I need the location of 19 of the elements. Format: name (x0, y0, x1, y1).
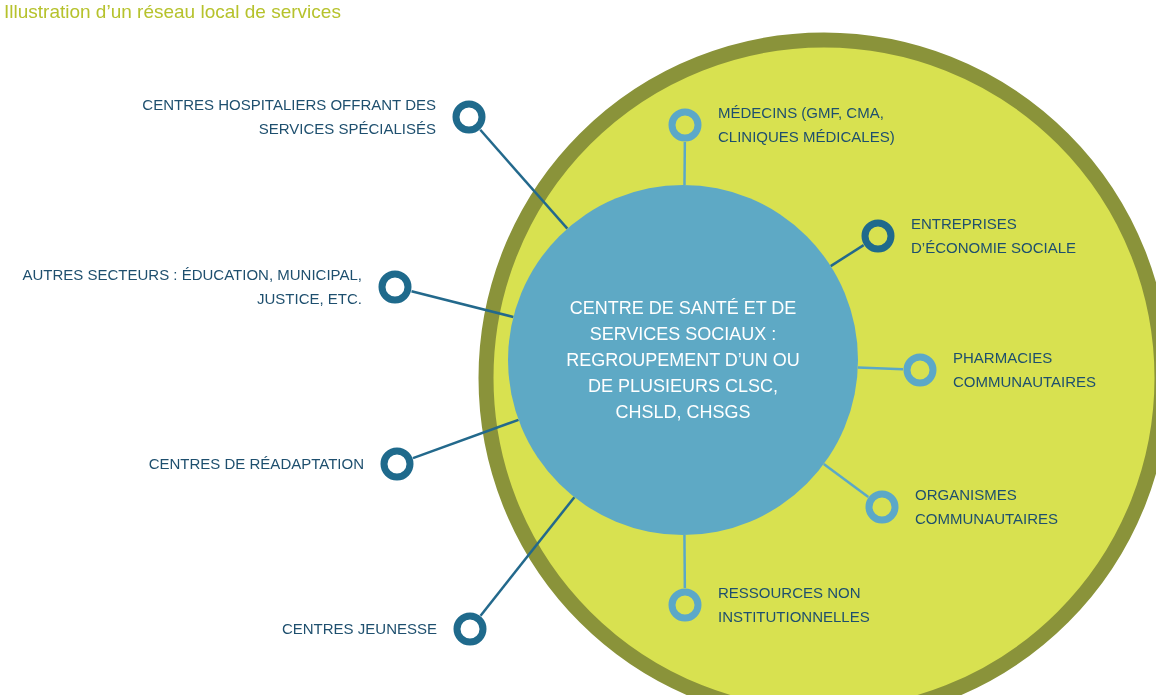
node-label: MÉDECINS (GMF, CMA, CLINIQUES MÉDICALES) (718, 103, 896, 147)
connector-line (830, 244, 865, 268)
node-label: AUTRES SECTEURS : ÉDUCATION, MUNICIPAL, JUSTICE, ETC. (21, 265, 362, 309)
diagram-title: Illustration d’un réseau local de services (4, 0, 341, 24)
connector-line (683, 142, 687, 185)
node-label: RESSOURCES NON INSTITUTIONNELLES (718, 583, 871, 627)
connector-line (411, 289, 514, 319)
connector-line (857, 366, 904, 371)
node-label: PHARMACIES COMMUNAUTAIRES (953, 348, 1098, 392)
connector-line (823, 462, 870, 498)
connector-line (479, 496, 576, 617)
node-label: CENTRES HOSPITALIERS OFFRANT DES SERVICES SPÉCIALISÉS (141, 95, 436, 139)
node-label: ORGANISMES COMMUNAUTAIRES (915, 485, 1060, 529)
node-label: CENTRES JEUNESSE (280, 619, 437, 639)
node-label: CENTRES DE RÉADAPTATION (147, 454, 364, 474)
connector-line (683, 535, 687, 588)
node-label: ENTREPRISES D’ÉCONOMIE SOCIALE (911, 214, 1078, 258)
connector-line (412, 418, 519, 460)
connector-line (479, 128, 569, 230)
